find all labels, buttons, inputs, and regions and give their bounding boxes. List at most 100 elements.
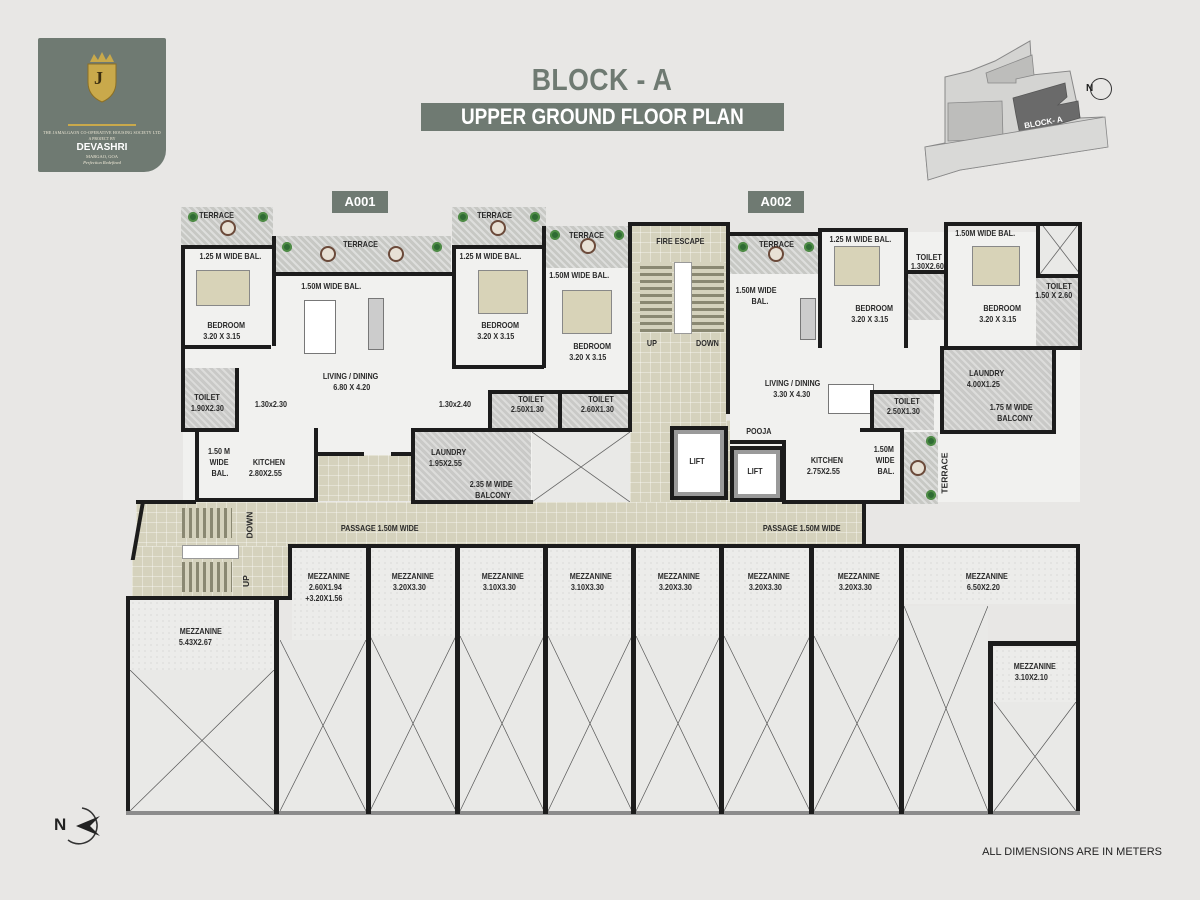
wall: [1078, 222, 1082, 350]
wall: [870, 392, 874, 430]
wall: [988, 641, 993, 814]
a002-balcony-150-bed-label: 1.50M WIDE BAL.: [955, 228, 1016, 238]
wall: [809, 546, 814, 814]
lift-1-label: LIFT: [689, 456, 705, 466]
page-subtitle: UPPER GROUND FLOOR PLAN: [421, 103, 784, 131]
plant-icon: [926, 436, 936, 446]
fire-escape-label: FIRE ESCAPE: [656, 236, 705, 246]
plant-icon: [258, 212, 268, 222]
a001-terrace-left: [181, 207, 273, 245]
page-title: BLOCK - A: [531, 62, 673, 97]
a002-laundry-name: LAUNDRY: [969, 368, 1005, 378]
bed-a001-1: [196, 270, 250, 306]
shop-void-7: [724, 636, 810, 811]
outdoor-table-icon: [490, 220, 506, 236]
wall: [730, 440, 786, 444]
fire-escape-down-label: DOWN: [696, 338, 719, 348]
mezzanine-10-size: 3.10X2.10: [1014, 672, 1048, 682]
a001-balcony-125-left-label: 1.25 M WIDE BAL.: [199, 251, 262, 261]
fire-escape-stair-down: [692, 262, 724, 332]
lift-2-label: LIFT: [747, 466, 763, 476]
a002-terrace-top-label: TERRACE: [759, 239, 795, 249]
mezzanine-4-floor: [460, 548, 544, 636]
a001-toilet1-name: TOILET: [194, 392, 220, 402]
shop-void-5: [548, 636, 632, 811]
a001-terrace-center: [276, 236, 451, 274]
mezzanine-10-name: MEZZANINE: [1013, 661, 1056, 671]
mezzanine-9-name: MEZZANINE: [965, 571, 1008, 581]
wall: [181, 428, 239, 432]
mezzanine-2-size-extra: +3.20X1.56: [305, 593, 343, 603]
mezzanine-5-size: 3.10X3.30: [570, 582, 604, 592]
a002-laundry-size: 4.00X1.25: [966, 379, 1000, 389]
shop-void-3: [370, 636, 456, 811]
a001-toilet3-floor: [560, 392, 628, 430]
a001-toilet2-name: TOILET: [518, 394, 544, 404]
wall: [782, 440, 786, 504]
wall: [235, 368, 239, 430]
a001-laundry-size: 1.95X2.55: [428, 458, 462, 468]
mezzanine-5-floor: [548, 548, 632, 636]
key-plan-compass-letter: N: [1086, 83, 1094, 94]
dining-table-a001: [304, 300, 336, 354]
a001-toilet1-size: 1.90X2.30: [190, 403, 224, 413]
a002-balcony-line1: 1.75 M WIDE: [989, 402, 1033, 412]
a002-living-size: 3.30 X 4.30: [773, 389, 811, 399]
wall: [726, 232, 820, 236]
mezzanine-6-size: 3.20X3.30: [658, 582, 692, 592]
a002-balcony-line2: BALCONY: [997, 413, 1033, 423]
outdoor-table-icon: [910, 460, 926, 476]
logo-society-line: THE JAMALGAON CO-OPERATIVE HOUSING SOCIE…: [43, 130, 161, 135]
a001-balcony-150-right-label: 1.50M WIDE BAL.: [549, 270, 610, 280]
mezzanine-2-size: 2.60X1.94: [308, 582, 342, 592]
wall: [411, 428, 631, 432]
wall: [944, 222, 1080, 226]
wall: [904, 228, 908, 348]
wall: [181, 345, 271, 349]
a002-living-name: LIVING / DINING: [764, 378, 821, 388]
bed-a002-1: [834, 246, 880, 286]
wall: [558, 392, 562, 430]
mezzanine-9-size: 6.50X2.20: [966, 582, 1000, 592]
mezzanine-10-floor: [994, 648, 1076, 702]
wall: [726, 222, 730, 414]
passage-left-label: PASSAGE 1.50M WIDE: [340, 523, 419, 533]
a002-bedroom1-size: 3.20 X 3.15: [851, 314, 889, 324]
wall: [628, 222, 728, 226]
unit-tag-a001: A001: [332, 191, 388, 213]
a001-bedroom1-name: BEDROOM: [207, 320, 246, 330]
bed-a001-3: [562, 290, 612, 334]
a001-living-size: 6.80 X 4.20: [333, 382, 371, 392]
mezzanine-1-name: MEZZANINE: [179, 626, 222, 636]
mezzanine-1-floor: [130, 600, 274, 670]
wall: [488, 392, 492, 430]
wall: [181, 245, 275, 249]
mezzanine-3-floor: [370, 548, 456, 636]
mezzanine-8-name: MEZZANINE: [837, 571, 880, 581]
a002-duct-void: [1040, 222, 1080, 274]
a001-laundry-floor: [413, 432, 531, 502]
shop-void-9: [904, 606, 988, 811]
site-key-plan-diagram: [924, 40, 1109, 181]
mezzanine-8-floor: [814, 548, 900, 636]
a002-balcony-125-label: 1.25 M WIDE BAL.: [829, 234, 892, 244]
a002-toilet3-size: 2.50X1.30: [886, 406, 920, 416]
plant-icon: [458, 212, 468, 222]
a001-lobby1-label: 1.30x2.30: [254, 399, 287, 409]
mezzanine-3-name: MEZZANINE: [391, 571, 434, 581]
bed-a001-2: [478, 270, 528, 314]
a001-bedroom2-name: BEDROOM: [481, 320, 520, 330]
logo-monogram: J: [94, 68, 103, 88]
logo-location: MARGAO, GOA: [85, 154, 118, 159]
plant-icon: [738, 242, 748, 252]
wall: [411, 500, 533, 504]
wall: [940, 430, 1056, 434]
shop-void-1: [130, 670, 274, 811]
a001-terrace-right1-label: TERRACE: [477, 210, 513, 220]
key-plan: BLOCK- A N: [920, 35, 1160, 185]
mezzanine-7-name: MEZZANINE: [747, 571, 790, 581]
shop-void-4: [460, 636, 544, 811]
wall: [366, 546, 371, 814]
a001-living-name: LIVING / DINING: [322, 371, 379, 381]
outdoor-table-icon: [388, 246, 404, 262]
